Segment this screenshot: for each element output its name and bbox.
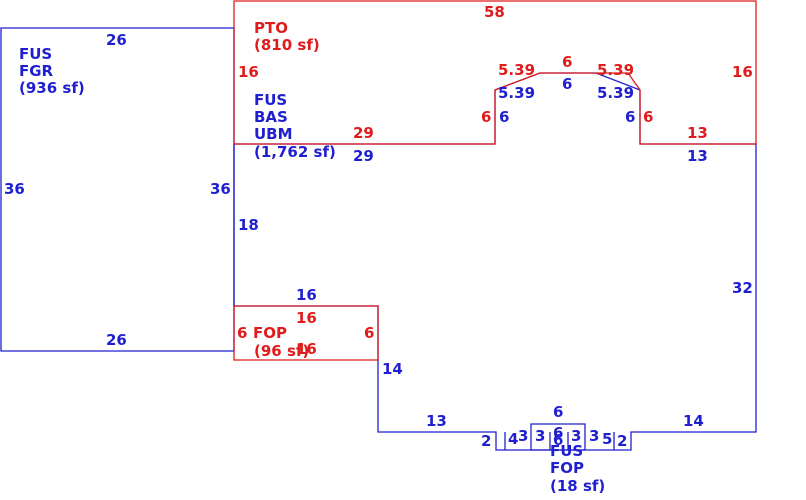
dim-garage-bottom: 26 bbox=[106, 331, 127, 349]
small-porch-label: FUS FOP (18 sf) bbox=[550, 442, 605, 495]
dim-garage-top: 26 bbox=[106, 31, 127, 49]
small-porch-outline bbox=[530, 423, 586, 451]
dim-pto-bay-right: 6 bbox=[643, 108, 653, 126]
patio-outline bbox=[233, 0, 757, 145]
front-porch-label: FOP (96 sf) bbox=[253, 324, 309, 360]
dim-pto-left: 16 bbox=[238, 63, 259, 81]
dim-bot-e: 3 bbox=[589, 427, 599, 445]
dim-bot-step-left: 2 bbox=[481, 432, 491, 450]
dim-pto-right: 16 bbox=[732, 63, 753, 81]
dim-pto-bay-diag-right: 5.39 bbox=[597, 61, 634, 79]
dim-bas-bay-left: 6 bbox=[499, 108, 509, 126]
dim-bot-a: 4 bbox=[508, 430, 518, 448]
dim-bas-bottom-left: 13 bbox=[426, 412, 447, 430]
dim-pto-bay-diag-left: 5.39 bbox=[498, 61, 535, 79]
dim-pto-bottom-right: 13 bbox=[687, 124, 708, 142]
base-label: FUS BAS UBM (1,762 sf) bbox=[254, 91, 336, 161]
dim-bot-c: 3 bbox=[535, 427, 545, 445]
dim-bas-bay-top: 6 bbox=[562, 75, 572, 93]
dim-bas-bay-diag-left: 5.39 bbox=[498, 84, 535, 102]
dim-pto-bay-left: 6 bbox=[481, 108, 491, 126]
dim-bas-bottom-right: 14 bbox=[683, 412, 704, 430]
dim-bas-left: 18 bbox=[238, 216, 259, 234]
bottom-tick-lines bbox=[504, 432, 615, 450]
dim-fop-right: 6 bbox=[364, 324, 374, 342]
dim-bas-bay-diag-right: 5.39 bbox=[597, 84, 634, 102]
dim-fop-top-blue: 16 bbox=[296, 286, 317, 304]
dim-bot-f: 5 bbox=[602, 430, 612, 448]
dim-bot-b: 3 bbox=[518, 427, 528, 445]
dim-bas-bay-right: 6 bbox=[625, 108, 635, 126]
dim-bas-step: 14 bbox=[382, 360, 403, 378]
dim-bas-top-right: 13 bbox=[687, 147, 708, 165]
dim-fop-top-red: 16 bbox=[296, 309, 317, 327]
dim-small-top: 6 bbox=[553, 403, 563, 421]
dim-small-mid: 6 bbox=[553, 424, 563, 442]
dim-garage-left: 36 bbox=[4, 180, 25, 198]
dim-garage-right: 36 bbox=[210, 180, 231, 198]
dim-bas-top-left: 29 bbox=[353, 147, 374, 165]
dim-bot-d: 3 bbox=[571, 427, 581, 445]
dim-pto-bottom-left: 29 bbox=[353, 124, 374, 142]
dim-fop-left: 6 bbox=[237, 324, 247, 342]
dim-bot-step-right: 2 bbox=[617, 432, 627, 450]
garage-label: FUS FGR (936 sf) bbox=[19, 45, 85, 97]
dim-fop-bottom: 16 bbox=[296, 340, 317, 358]
dim-pto-top: 58 bbox=[484, 3, 505, 21]
dim-small-bottom: 6 bbox=[553, 431, 563, 449]
front-porch-outline bbox=[233, 305, 379, 361]
dim-bas-right: 32 bbox=[732, 279, 753, 297]
patio-label: PTO (810 sf) bbox=[254, 19, 320, 54]
dim-pto-bay-top: 6 bbox=[562, 53, 572, 71]
